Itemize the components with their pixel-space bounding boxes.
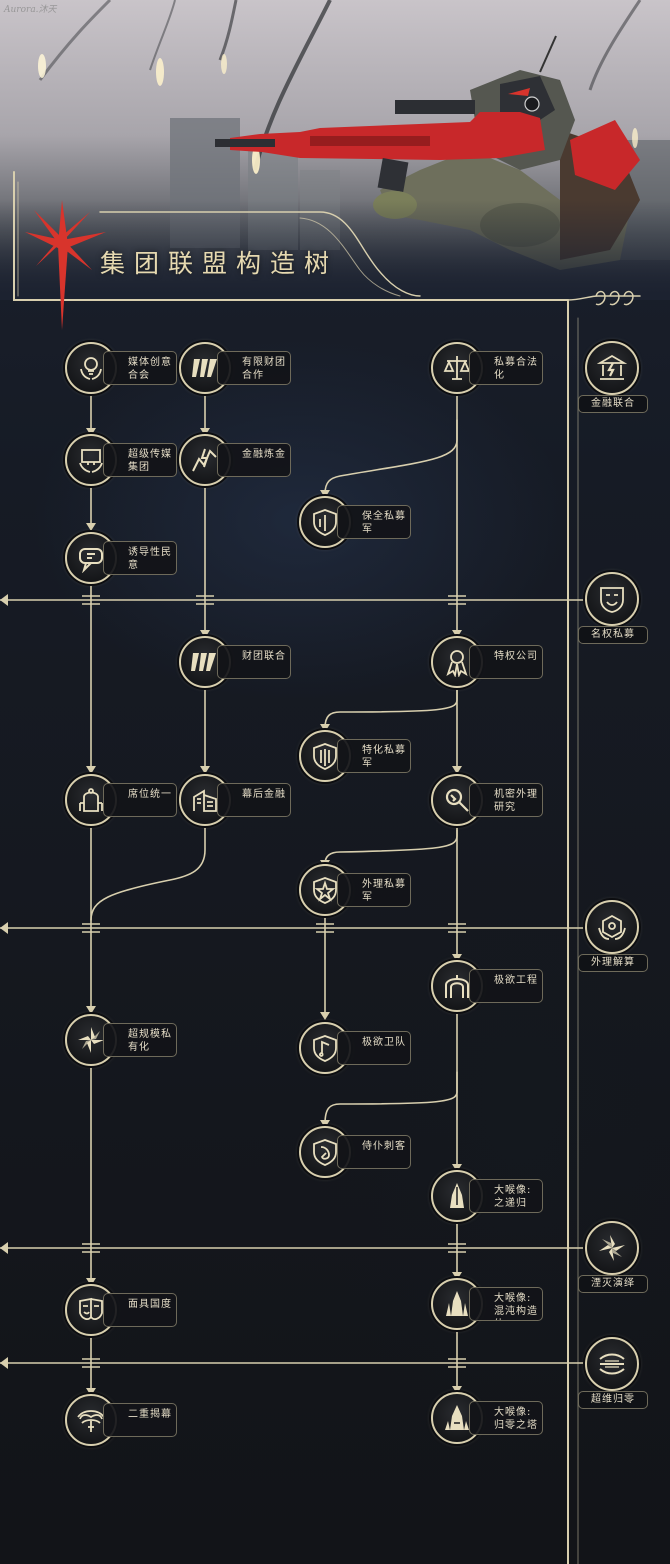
finisher-finance-union[interactable]: 金融联合 bbox=[578, 341, 648, 413]
watermark-text: Aurora.沐天 bbox=[4, 5, 57, 15]
node-label: 大喉像:混沌构造体 bbox=[469, 1287, 543, 1321]
finisher-hyper-zero[interactable]: 超维归零 bbox=[578, 1337, 648, 1409]
node-label: 大喉像:归零之塔 bbox=[469, 1401, 543, 1435]
mask-badge-icon bbox=[585, 572, 639, 626]
node-mask-nation[interactable]: 面具国度 bbox=[65, 1281, 183, 1339]
node-label: 特权公司 bbox=[469, 645, 543, 679]
node-secret-research[interactable]: 机密外理研究 bbox=[431, 771, 549, 829]
layers-icon bbox=[585, 1337, 639, 1391]
node-label: 财团联合 bbox=[217, 645, 291, 679]
shield-star-icon bbox=[299, 864, 351, 916]
node-special-private[interactable]: 特化私募军 bbox=[299, 727, 417, 785]
page-title: 集团联盟构造树 bbox=[100, 249, 339, 278]
node-colossus-chaos[interactable]: 大喉像:混沌构造体 bbox=[431, 1275, 549, 1333]
node-private-legal[interactable]: 私募合法化 bbox=[431, 339, 549, 397]
node-ultra-privatize[interactable]: 超规模私有化 bbox=[65, 1011, 183, 1069]
finisher-named-private[interactable]: 名权私募 bbox=[578, 572, 648, 644]
finisher-label: 超维归零 bbox=[578, 1391, 648, 1409]
node-consortium[interactable]: 财团联合 bbox=[179, 633, 297, 691]
node-induce-opinion[interactable]: 诱导性民意 bbox=[65, 529, 183, 587]
node-label: 超级传媒集团 bbox=[103, 443, 177, 477]
node-servant-assassin[interactable]: 侍仆刺客 bbox=[299, 1123, 417, 1181]
node-colossus-return[interactable]: 大喉像:之递归 bbox=[431, 1167, 549, 1225]
node-label: 超规模私有化 bbox=[103, 1023, 177, 1057]
node-label: 媒体创意合会 bbox=[103, 351, 177, 385]
node-alien-private[interactable]: 外理私募军 bbox=[299, 861, 417, 919]
node-finance-alchemy[interactable]: 金融炼金 bbox=[179, 431, 297, 489]
bank-icon bbox=[585, 341, 639, 395]
node-label: 席位统一 bbox=[103, 783, 177, 817]
node-label: 面具国度 bbox=[103, 1293, 177, 1327]
node-label: 大喉像:之递归 bbox=[469, 1179, 543, 1213]
node-media-creative[interactable]: 媒体创意合会 bbox=[65, 339, 183, 397]
node-label: 极欲卫队 bbox=[337, 1031, 411, 1065]
finisher-alien-decode[interactable]: 外理解算 bbox=[578, 900, 648, 972]
node-seat-unify[interactable]: 席位统一 bbox=[65, 771, 183, 829]
finisher-label: 湮灭演绎 bbox=[578, 1275, 648, 1293]
node-label: 金融炼金 bbox=[217, 443, 291, 477]
node-backstage-finance[interactable]: 幕后金融 bbox=[179, 771, 297, 829]
finisher-label: 名权私募 bbox=[578, 626, 648, 644]
node-label: 侍仆刺客 bbox=[337, 1135, 411, 1169]
node-extreme-guard[interactable]: 极欲卫队 bbox=[299, 1019, 417, 1077]
node-guard-private[interactable]: 保全私募军 bbox=[299, 493, 417, 551]
node-label: 极欲工程 bbox=[469, 969, 543, 1003]
node-label: 私募合法化 bbox=[469, 351, 543, 385]
node-label: 外理私募军 bbox=[337, 873, 411, 907]
node-label: 特化私募军 bbox=[337, 739, 411, 773]
finisher-annihilate-deduce[interactable]: 湮灭演绎 bbox=[578, 1221, 648, 1293]
node-colossus-zero[interactable]: 大喉像:归零之塔 bbox=[431, 1389, 549, 1447]
finisher-label: 金融联合 bbox=[578, 395, 648, 413]
finisher-label: 外理解算 bbox=[578, 954, 648, 972]
node-privilege-company[interactable]: 特权公司 bbox=[431, 633, 549, 691]
node-super-media[interactable]: 超级传媒集团 bbox=[65, 431, 183, 489]
shatter-star-icon bbox=[585, 1221, 639, 1275]
hands-hex-icon bbox=[585, 900, 639, 954]
node-label: 有限财团合作 bbox=[217, 351, 291, 385]
node-label: 机密外理研究 bbox=[469, 783, 543, 817]
node-double-unveil[interactable]: 二重揭幕 bbox=[65, 1391, 183, 1449]
node-extreme-engineering[interactable]: 极欲工程 bbox=[431, 957, 549, 1015]
node-limited-finance[interactable]: 有限财团合作 bbox=[179, 339, 297, 397]
node-label: 诱导性民意 bbox=[103, 541, 177, 575]
node-label: 保全私募军 bbox=[337, 505, 411, 539]
node-label: 幕后金融 bbox=[217, 783, 291, 817]
node-label: 二重揭幕 bbox=[103, 1403, 177, 1437]
